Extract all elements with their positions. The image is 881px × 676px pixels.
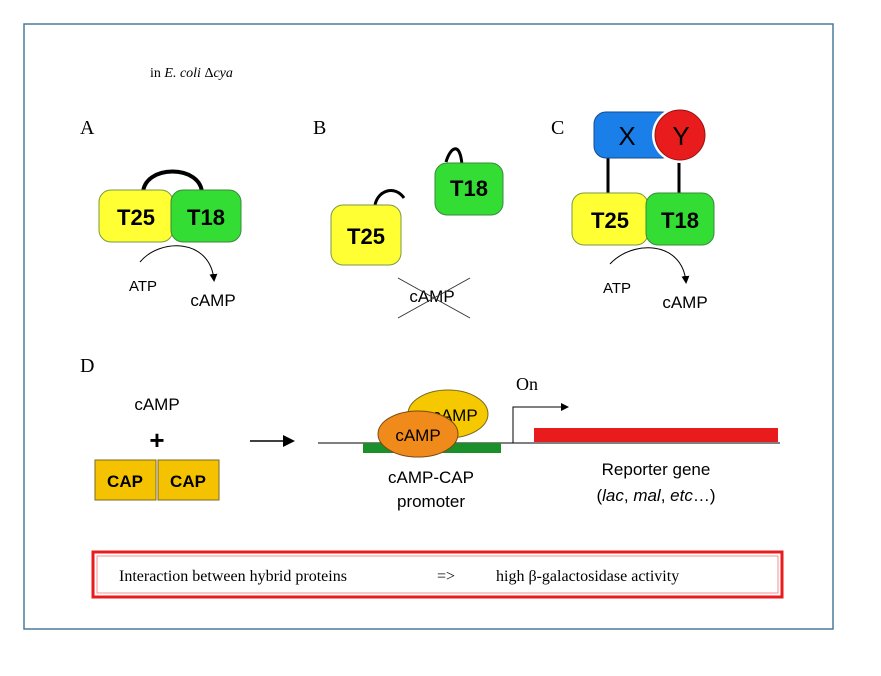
summary-box-inner-border [96, 555, 779, 594]
panel-c-t18-label: T18 [661, 208, 699, 233]
panel-d-plus: + [149, 425, 164, 455]
panel-a-t18-label: T18 [187, 205, 225, 230]
figure-frame [23, 23, 834, 630]
summary-right: high β-galactosidase activity [496, 568, 679, 585]
summary-left: Interaction between hybrid proteins [119, 568, 347, 585]
reporter-label-line2: (lac, mal, etc…) [596, 486, 715, 505]
panel-c-t18-domain [645, 192, 715, 246]
panel-c-y-label: Y [672, 121, 689, 151]
panel-d-camp: cAMP [134, 395, 179, 414]
panel-c-t25-label: T25 [591, 208, 629, 233]
panel-a-t18-domain [170, 189, 242, 243]
promoter-label-line2: promoter [397, 492, 465, 511]
panel-a-t25-label: T25 [117, 205, 155, 230]
panel-a-reaction-arrow [139, 245, 218, 282]
panel-a-letter: A [80, 117, 95, 139]
cap-label-right: CAP [170, 472, 206, 491]
panel-b-t25-label: T25 [347, 224, 385, 249]
cap-box-left [94, 459, 157, 501]
panel-b-t25-domain [330, 204, 402, 266]
panel-d: D cAMP + CAP CAP cAMP cAMP On cAMP-CAP p… [80, 355, 780, 511]
panel-a-camp: cAMP [190, 291, 235, 310]
reporter-gene-bar [534, 428, 778, 442]
panel-c-atp: ATP [603, 280, 631, 297]
summary-arrow: => [437, 568, 455, 585]
camp-cap-front [377, 410, 459, 458]
panel-b-t18-domain [434, 162, 504, 216]
strain-label: in E. coli Δcya [150, 66, 233, 81]
panel-a-linker [141, 169, 204, 195]
panel-b-t18-label: T18 [450, 176, 488, 201]
panel-b-letter: B [313, 117, 326, 139]
panel-b: B T25 T18 cAMP [313, 117, 504, 319]
panel-c-y-domain [654, 109, 706, 161]
panel-a: A T25 T18 ATP cAMP [80, 117, 242, 310]
panel-c-camp: cAMP [662, 293, 707, 312]
panel-c-letter: C [551, 117, 564, 139]
cap-label-left: CAP [107, 472, 143, 491]
summary-box-border [91, 550, 784, 599]
panel-b-t25-tail [373, 189, 406, 206]
panel-a-atp: ATP [129, 278, 157, 295]
panel-b-t18-tail [444, 147, 464, 166]
panel-c: C X Y T25 T18 ATP cAMP [551, 107, 715, 312]
summary-box: Interaction between hybrid proteins => h… [91, 550, 784, 599]
panel-c-reaction-arrow [609, 247, 690, 284]
panel-d-letter: D [80, 355, 94, 377]
panel-b-cross-line-2 [397, 277, 471, 319]
on-label: On [516, 374, 538, 394]
reporter-label-line1: Reporter gene [602, 460, 711, 479]
transcription-start-arrow [512, 403, 569, 443]
panel-c-x-label: X [618, 121, 635, 151]
cap-box-right [157, 459, 220, 501]
promoter-label-line1: cAMP-CAP [388, 468, 474, 487]
camp-cap-front-label: cAMP [395, 426, 440, 445]
